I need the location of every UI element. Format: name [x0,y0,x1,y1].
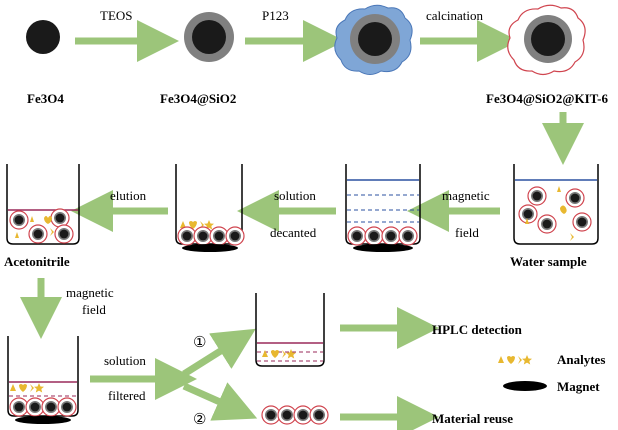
step-calcination-label: calcination [426,8,484,23]
fe3o4-label: Fe3O4 [27,91,64,106]
fe3o4-sio2-kit6-particle [507,4,586,76]
step-solution-filtered-a: solution [104,353,146,368]
water-sample-label: Water sample [510,254,587,269]
arrow-branch-1 [182,328,256,377]
fe3o4-sio2-p123-particle [334,4,413,75]
legend-analytes-symbols [498,355,532,365]
step-teos-label: TEOS [100,8,133,23]
arrow-branch-2 [182,382,258,421]
step-elution-label: elution [110,188,147,203]
step-magnetic-1a: magnetic [442,188,490,203]
route-2-label: ② [193,412,206,428]
beaker-decanted [175,164,245,252]
route-1-label: ① [193,335,206,351]
legend-magnet-symbol [503,381,547,391]
step-magnetic-2a: magnetic [66,285,114,300]
beaker-acetonitrile [6,164,80,245]
step-solution-decanted-b: decanted [270,225,317,240]
step-magnetic-2b: field [82,302,106,317]
step-solution-decanted-a: solution [274,188,316,203]
recovered-particles [261,405,329,425]
fe3o4-sio2-kit6-label: Fe3O4@SiO2@KIT-6 [486,91,608,106]
beaker-water-sample [513,164,599,245]
fe3o4-sio2-label: Fe3O4@SiO2 [160,91,236,106]
legend: Analytes Magnet [498,352,605,394]
material-reuse-label: Material reuse [432,411,513,426]
beaker-acetonitrile-magnet [7,336,79,424]
step-solution-filtered-b: filtered [108,388,146,403]
acetonitrile-label: Acetonitrile [4,254,70,269]
step-p123-label: P123 [262,8,289,23]
beaker-filtered-solution [255,293,325,367]
legend-analytes-label: Analytes [557,352,605,367]
hplc-detection-label: HPLC detection [432,322,523,337]
step-magnetic-1b: field [455,225,479,240]
legend-magnet-label: Magnet [557,379,600,394]
fe3o4-particle [26,20,60,54]
beaker-magnetic-separation [345,164,421,252]
